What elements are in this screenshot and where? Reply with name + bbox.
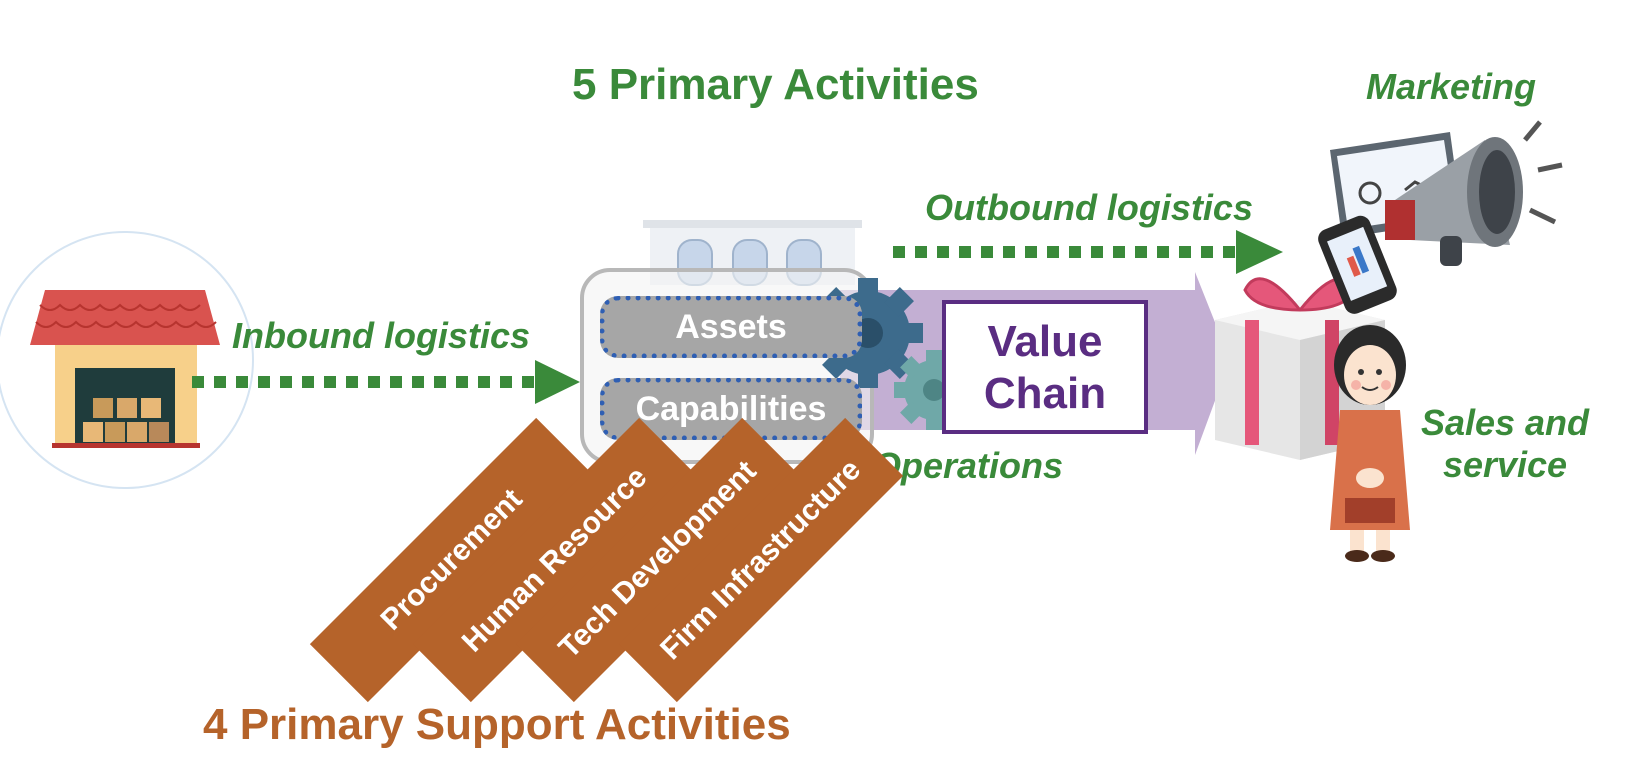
megaphone-icon — [1385, 120, 1563, 266]
operations-label: Operations — [873, 445, 1064, 486]
value-chain-box: Value Chain — [942, 300, 1148, 434]
outbound-logistics-label: Outbound logistics — [925, 187, 1253, 228]
sales-label-line2: service — [1442, 444, 1568, 485]
primary-activities-title: 5 Primary Activities — [572, 60, 979, 109]
value-chain-line2: Chain — [983, 369, 1107, 418]
inbound-logistics-label: Inbound logistics — [232, 315, 530, 356]
sales-label-line1: Sales and — [1420, 402, 1590, 443]
support-activities-title: 4 Primary Support Activities — [203, 700, 791, 749]
sales-service-label: Sales and service — [1410, 402, 1600, 486]
marketing-label: Marketing — [1366, 66, 1537, 107]
warehouse-icon — [0, 231, 254, 489]
assets-pill: Assets — [600, 296, 862, 358]
saleswoman-icon — [1330, 325, 1410, 562]
phone-icon — [1318, 215, 1397, 314]
value-chain-line1: Value — [987, 317, 1103, 366]
